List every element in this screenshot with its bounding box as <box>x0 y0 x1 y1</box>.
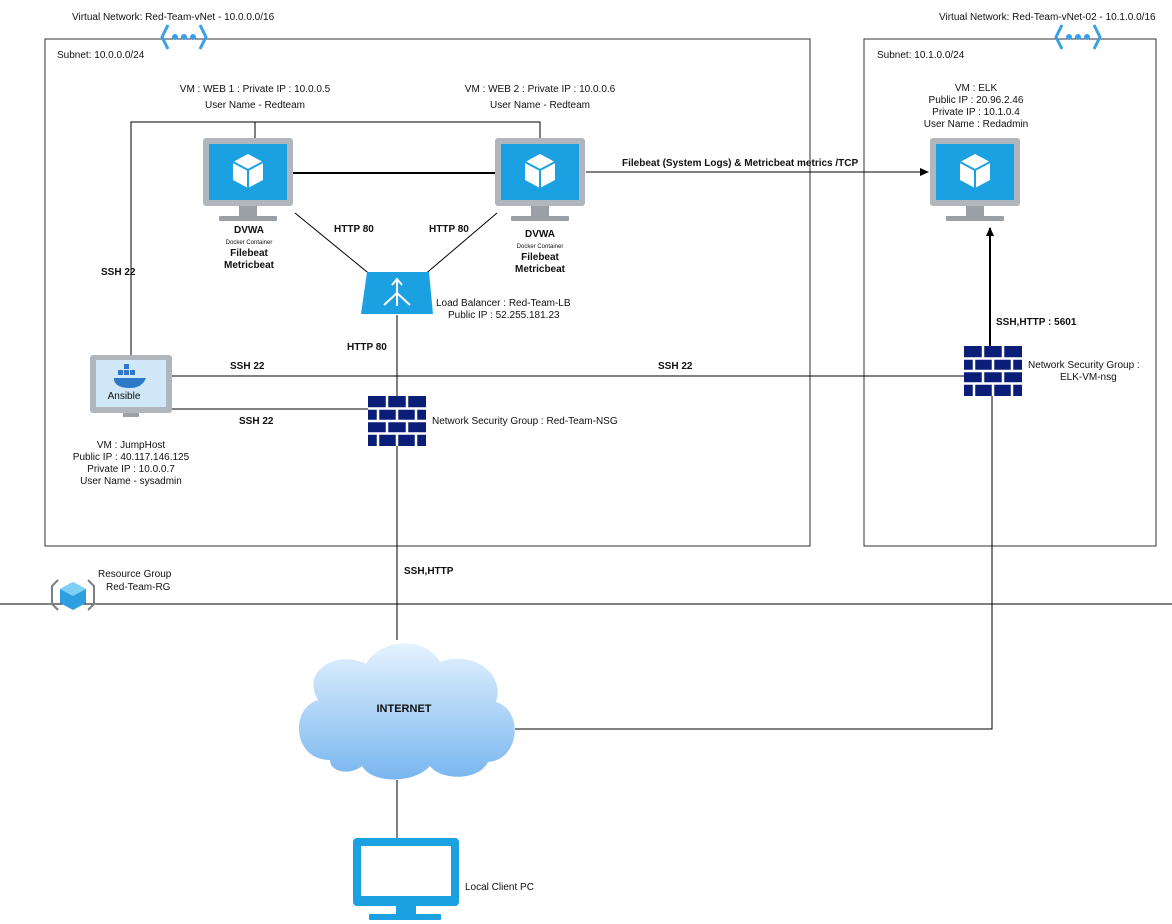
web1-title: VM : WEB 1 : Private IP : 10.0.0.5 <box>180 84 331 95</box>
jumphost-title: VM : JumpHost <box>97 440 166 451</box>
filebeat-link-label: Filebeat (System Logs) & Metricbeat metr… <box>622 158 859 169</box>
jumphost-public-ip: Public IP : 40.117.146.125 <box>73 452 190 463</box>
ansible-badge: Ansible <box>108 391 141 402</box>
web1-user: User Name - Redteam <box>205 100 305 111</box>
connections <box>0 121 1172 838</box>
elk-nsg-label-1: Network Security Group : <box>1028 360 1140 371</box>
vnet2-icon <box>1054 23 1102 51</box>
elk-nsg-label-2: ELK-VM-nsg <box>1060 372 1117 383</box>
http-lb-label: HTTP 80 <box>347 342 387 353</box>
web2-user: User Name - Redteam <box>490 100 590 111</box>
elk-port-label: SSH,HTTP : 5601 <box>996 317 1077 328</box>
jumphost-private-ip: Private IP : 10.0.0.7 <box>87 464 175 475</box>
elk-user: User Name : Redadmin <box>924 119 1028 130</box>
ssh-jump-web-label: SSH 22 <box>230 361 265 372</box>
vnet1-subnet-box <box>44 38 811 547</box>
web2-app: DVWA <box>525 229 555 240</box>
internet-label: INTERNET <box>377 703 432 715</box>
elk-private-ip: Private IP : 10.1.0.4 <box>932 107 1020 118</box>
ssh-jump-elk-label: SSH 22 <box>658 361 693 372</box>
subnet2-label: Subnet: 10.1.0.0/24 <box>877 50 965 61</box>
web2-vm-icon <box>494 137 586 222</box>
elk-public-ip: Public IP : 20.96.2.46 <box>929 95 1024 106</box>
vnet1-label: Virtual Network: Red-Team-vNet - 10.0.0.… <box>72 12 275 23</box>
red-team-nsg-firewall-icon <box>366 394 428 448</box>
lb-public-ip: Public IP : 52.255.181.23 <box>448 310 560 321</box>
vnet2-subnet-box <box>863 38 1157 547</box>
resource-group-label-2: Red-Team-RG <box>106 582 171 593</box>
http-web2-label: HTTP 80 <box>429 224 469 235</box>
resource-group-icon <box>51 579 95 611</box>
local-client-pc-icon <box>353 838 459 920</box>
resource-group-label-1: Resource Group <box>98 569 172 580</box>
http-web1-label: HTTP 80 <box>334 224 374 235</box>
web1-filebeat: Filebeat <box>230 248 268 259</box>
web2-title: VM : WEB 2 : Private IP : 10.0.0.6 <box>465 84 616 95</box>
web2-container: Docker Container <box>517 244 564 250</box>
local-client-label: Local Client PC <box>465 882 534 893</box>
internet-link-label: SSH,HTTP <box>404 566 454 577</box>
internet-cloud-icon <box>298 643 515 780</box>
web2-metricbeat: Metricbeat <box>515 264 566 275</box>
web1-container: Docker Container <box>226 240 273 246</box>
red-team-nsg-label: Network Security Group : Red-Team-NSG <box>432 416 618 427</box>
lb-name: Load Balancer : Red-Team-LB <box>436 298 571 309</box>
web1-app: DVWA <box>234 225 264 236</box>
subnet1-label: Subnet: 10.0.0.0/24 <box>57 50 145 61</box>
web1-vm-icon <box>202 137 294 222</box>
web1-metricbeat: Metricbeat <box>224 260 275 271</box>
vnet2-label: Virtual Network: Red-Team-vNet-02 - 10.1… <box>939 12 1156 23</box>
ssh-jump-nsg-label: SSH 22 <box>239 416 274 427</box>
elk-nsg-firewall-icon <box>962 344 1024 398</box>
jumphost-user: User Name - sysadmin <box>80 476 182 487</box>
load-balancer-icon <box>361 272 433 314</box>
elk-vm-icon <box>929 137 1021 222</box>
elk-title: VM : ELK <box>955 83 998 94</box>
web2-filebeat: Filebeat <box>521 252 559 263</box>
vnet1-icon <box>160 23 208 51</box>
docker-whale-icon <box>114 364 146 388</box>
ssh-left-label: SSH 22 <box>101 267 136 278</box>
